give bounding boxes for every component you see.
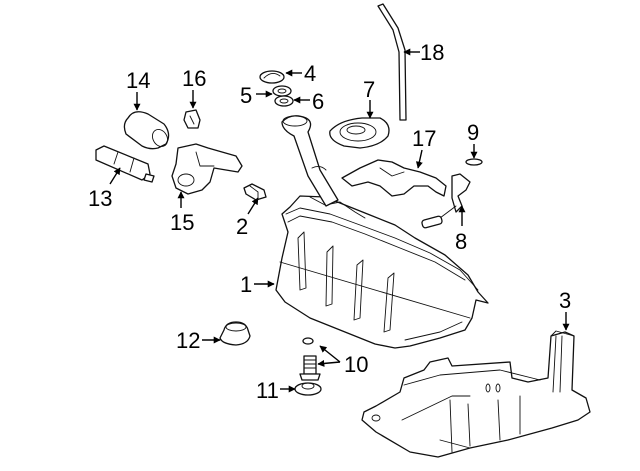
callout-16[interactable]: 16 [182,66,206,91]
callout-2[interactable]: 2 [236,214,248,239]
fuel-tank-part-1[interactable] [275,195,489,349]
fuel-filter-part-14[interactable] [123,111,170,150]
callout-17[interactable]: 17 [412,126,436,151]
callout-13[interactable]: 13 [88,186,112,211]
access-cover-part-7[interactable] [329,117,390,149]
callout-3[interactable]: 3 [559,288,571,313]
cap-part-12[interactable] [219,321,251,346]
callout-6[interactable]: 6 [312,89,324,114]
sending-unit-part-8[interactable] [421,173,471,229]
callout-7[interactable]: 7 [363,77,375,102]
callout-10[interactable]: 10 [344,352,368,377]
callout-8[interactable]: 8 [455,229,467,254]
callout-labels: 1 2 3 4 5 6 7 8 9 10 11 12 13 14 15 16 1… [88,40,571,403]
callout-9[interactable]: 9 [467,120,479,145]
seal-part-5[interactable] [272,85,292,97]
o-ring-part-9[interactable] [465,158,483,166]
bracket-part-17[interactable] [341,159,447,197]
callout-1[interactable]: 1 [240,272,252,297]
fuel-pump-part-13[interactable] [95,145,155,183]
gasket-part-6[interactable] [274,95,294,107]
clip-part-16[interactable] [183,109,201,129]
callout-12[interactable]: 12 [176,328,200,353]
callout-11[interactable]: 11 [256,378,279,403]
callout-14[interactable]: 14 [126,68,150,93]
bolt-part-10[interactable] [299,337,321,381]
pump-bracket-part-15[interactable] [171,143,243,195]
clip-part-2[interactable] [243,183,267,201]
cap-part-4[interactable] [259,70,285,84]
skid-plate-part-3[interactable] [361,330,591,458]
filler-neck[interactable] [281,115,339,207]
callout-15[interactable]: 15 [170,210,194,235]
vent-tube-part-18[interactable] [377,3,407,121]
leader-lines [109,48,570,393]
callout-5[interactable]: 5 [240,83,252,108]
callout-18[interactable]: 18 [420,40,444,65]
nut-part-11[interactable] [294,382,322,396]
callout-4[interactable]: 4 [304,61,316,86]
